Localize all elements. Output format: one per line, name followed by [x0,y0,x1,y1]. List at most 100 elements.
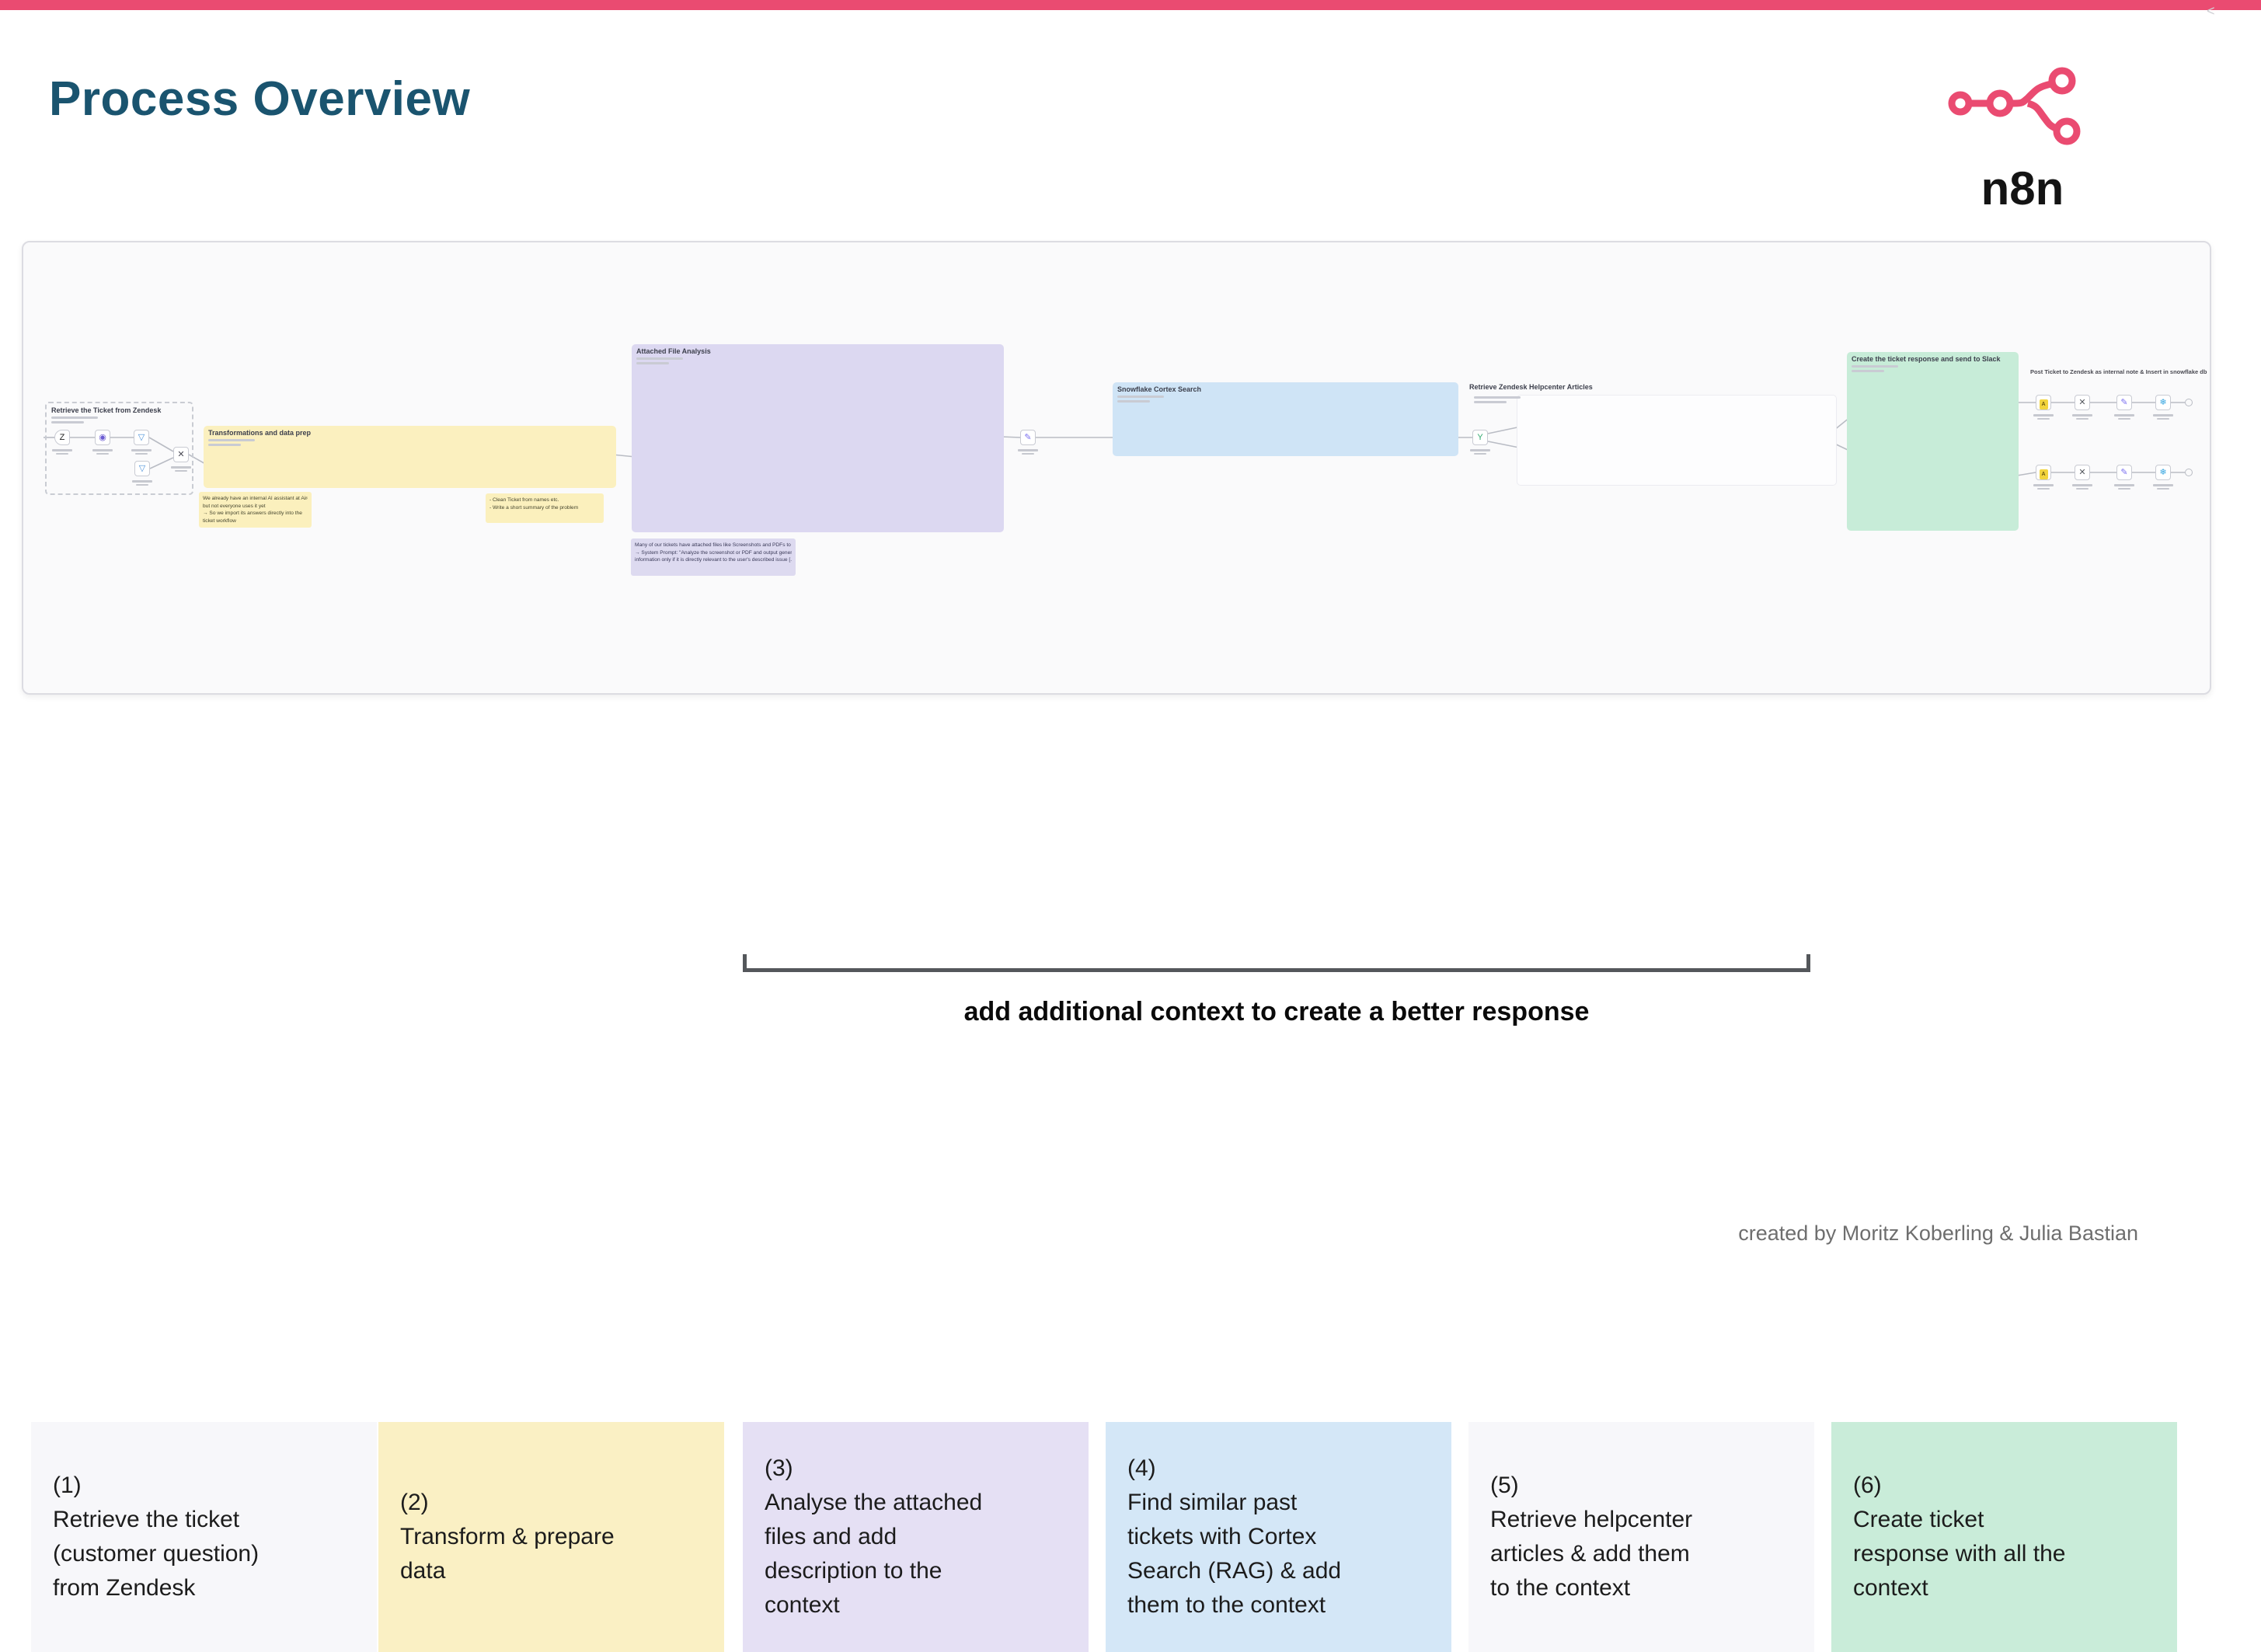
region-subtitle-bar [208,444,241,446]
step-line: Create ticket [1853,1507,1984,1532]
pencil-icon: ✎ [2120,398,2128,407]
step-line: context [765,1592,840,1618]
workflow-node-filter: ▽ [132,461,152,486]
attribution-text: created by Moritz Koberling & Julia Bast… [1738,1222,2138,1245]
step-number: (6) [1853,1473,1882,1498]
workflow-node-pencil: ✎ [2114,395,2134,420]
workflow-node-xform: ✕ [2072,465,2092,490]
workflow-node-snow: ❄ [2153,465,2173,490]
snow-icon: ❄ [2159,398,2167,407]
step-line: (customer question) [53,1541,260,1567]
workflow-region-retrieve: Retrieve the Ticket from Zendesk [45,402,193,495]
sticky-note-line: We already have an internal AI assistant… [203,496,308,501]
node-label [168,465,194,472]
region-title-transform: Transformations and data prep [208,429,312,437]
sticky-note-line: information only if it is directly relev… [635,557,792,563]
workflow-node-split: Y [1470,430,1490,455]
step-text-6: (6) Create ticket response with all the con… [1831,1469,2066,1605]
workflow-node-merge: ✕ [171,447,191,472]
steps-row: (1) Retrieve the ticket (customer question… [0,711,2261,1652]
node-label [89,448,116,455]
pencil-icon: ✎ [2120,468,2128,477]
node-label [129,479,155,486]
region-title-cortex: Snowflake Cortex Search [1117,385,1202,393]
region-title-respond: Create the ticket response and send to S… [1852,355,2001,363]
step-line: from Zendesk [53,1575,196,1601]
brand-name: n8n [1981,162,2064,214]
workflow-node-zendesk-trigger: Z [52,430,72,455]
page-title: Process Overview [49,72,471,126]
workflow-region-transform: Transformations and data prep [204,426,616,488]
pencil-icon: ✎ [1024,433,1032,442]
step-line: Transform & prepare [400,1524,615,1549]
step-line: Find similar past [1127,1490,1298,1515]
step-number: (4) [1127,1455,1156,1481]
node-label [2111,483,2137,490]
workflow-node-doc: A [2033,395,2054,420]
step-line: them to the context [1127,1592,1326,1618]
region-title-helpcenter: Retrieve Zendesk Helpcenter Articles [1469,383,1593,391]
workflow-node-snow: ❄ [2153,395,2173,420]
workflow-right-section-label: Post Ticket to Zendesk as internal note … [2030,368,2207,375]
sticky-note-line: → System Prompt: "Analyze the screenshot… [635,549,792,556]
step-line: articles & add them [1490,1541,1690,1567]
snow-icon: ❄ [2159,468,2167,477]
workflow-node-xform: ✕ [2072,395,2092,420]
step-line: Search (RAG) & add [1127,1558,1342,1584]
context-bracket [743,954,1810,972]
node-label [2111,413,2137,420]
sticky-note-line: - Clean Ticket from names etc. [489,497,559,503]
document-icon: A [2039,399,2048,410]
workflow-node-pencil: ✎ [1018,430,1038,455]
region-title-files: Attached File Analysis [636,347,711,355]
sticky-note-line: but not everyone uses it yet [203,503,266,509]
code-icon: ◉ [99,433,106,442]
region-subtitle-bar [1852,365,1898,368]
step-line: context [1853,1575,1928,1601]
step-line: files and add [765,1524,897,1549]
filter-icon: ▽ [138,433,145,442]
node-label [2150,483,2176,490]
node-label [128,448,155,455]
region-subtitle-bar [1117,396,1164,398]
filter-icon: ▽ [138,464,146,473]
region-title-retrieve: Retrieve the Ticket from Zendesk [51,406,162,414]
sticky-note-clean-ticket-note: - Clean Ticket from names etc.- Write a … [486,493,604,523]
region-subtitle-bar [1474,401,1507,403]
region-subtitle-bar [208,439,255,441]
step-line: response with all the [1853,1541,2066,1567]
step-line: tickets with Cortex [1127,1524,1317,1549]
workflow-node-filter: ▽ [131,430,152,455]
node-label [2030,413,2057,420]
merge-icon: ✕ [177,450,185,459]
n8n-logo-icon [1948,67,2081,145]
node-label [2069,483,2096,490]
workflow-node-endpoint [2185,399,2193,406]
region-subtitle-bar [51,421,84,423]
bracket-caption: add additional context to create a bette… [963,997,1590,1026]
node-label [2030,483,2057,490]
node-label [2150,413,2176,420]
step-number: (1) [53,1473,82,1498]
step-line: Retrieve the ticket [53,1507,240,1532]
sticky-note-line: Many of our tickets have attached files … [635,542,792,548]
node-label [1015,448,1041,455]
document-icon: A [2039,469,2048,479]
workflow-region-cortex: Snowflake Cortex Search [1113,382,1458,456]
step-line: to the context [1490,1575,1631,1601]
region-subtitle-bar [636,362,669,364]
step-number: (5) [1490,1473,1519,1498]
workflow-node-doc: A [2033,465,2054,490]
workflow-region-respond: Create the ticket response and send to S… [1847,352,2019,531]
step-line: data [400,1558,446,1584]
node-label [2069,413,2096,420]
step-number: (3) [765,1455,793,1481]
